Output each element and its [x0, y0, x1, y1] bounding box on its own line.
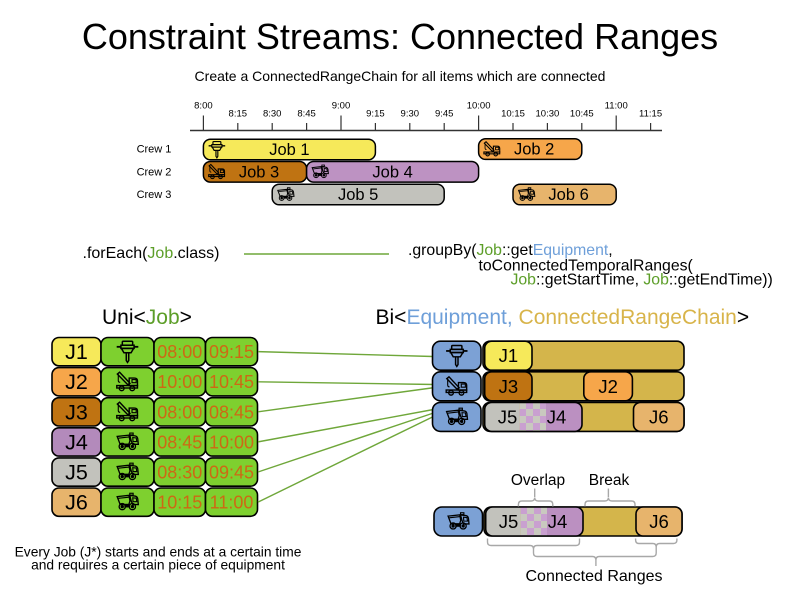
- svg-text:8:00: 8:00: [194, 101, 213, 112]
- svg-text:Job::getStartTime, Job::getEnd: Job::getStartTime, Job::getEndTime)): [511, 272, 773, 289]
- svg-text:08:30: 08:30: [157, 463, 202, 483]
- svg-text:Job 5: Job 5: [338, 186, 378, 204]
- svg-text:10:45: 10:45: [570, 109, 594, 120]
- svg-text:Break: Break: [589, 472, 630, 489]
- svg-text:10:00: 10:00: [157, 372, 202, 392]
- svg-text:J6: J6: [649, 406, 669, 427]
- svg-text:Connected Ranges: Connected Ranges: [526, 568, 663, 585]
- svg-text:8:30: 8:30: [263, 109, 282, 120]
- svg-text:.groupBy(Job::getEquipment,: .groupBy(Job::getEquipment,: [408, 242, 613, 259]
- svg-text:Crew 3: Crew 3: [137, 189, 172, 201]
- svg-text:J5: J5: [65, 461, 88, 485]
- svg-text:9:00: 9:00: [332, 101, 351, 112]
- svg-text:08:00: 08:00: [157, 402, 202, 422]
- svg-text:toConnectedTemporalRanges(: toConnectedTemporalRanges(: [479, 258, 694, 275]
- svg-text:and requires a certain piece o: and requires a certain piece of equipmen…: [31, 558, 285, 573]
- svg-text:Bi<Equipment, ConnectedRangeCh: Bi<Equipment, ConnectedRangeChain>: [376, 306, 750, 329]
- svg-text:09:15: 09:15: [209, 342, 254, 362]
- svg-text:10:30: 10:30: [536, 109, 560, 120]
- svg-text:J4: J4: [65, 430, 88, 454]
- svg-text:10:45: 10:45: [209, 372, 254, 392]
- svg-text:08:45: 08:45: [209, 402, 254, 422]
- svg-text:Constraint Streams: Connected: Constraint Streams: Connected Ranges: [82, 16, 718, 57]
- svg-text:10:00: 10:00: [209, 432, 254, 452]
- svg-text:Job 3: Job 3: [239, 163, 279, 181]
- svg-text:9:30: 9:30: [401, 109, 420, 120]
- svg-text:10:00: 10:00: [467, 101, 491, 112]
- svg-text:J1: J1: [65, 340, 88, 364]
- svg-text:J2: J2: [598, 376, 618, 397]
- svg-text:J5: J5: [499, 511, 519, 532]
- svg-text:J1: J1: [499, 345, 519, 366]
- svg-text:08:00: 08:00: [157, 342, 202, 362]
- svg-text:9:45: 9:45: [435, 109, 454, 120]
- svg-text:Job 2: Job 2: [514, 141, 554, 159]
- svg-text:Job 4: Job 4: [372, 163, 412, 181]
- svg-text:09:45: 09:45: [209, 463, 254, 483]
- svg-text:J2: J2: [65, 370, 88, 394]
- svg-text:08:45: 08:45: [157, 432, 202, 452]
- svg-text:10:15: 10:15: [501, 109, 525, 120]
- svg-text:Uni<Job>: Uni<Job>: [102, 306, 192, 329]
- svg-text:8:15: 8:15: [229, 109, 248, 120]
- svg-text:9:15: 9:15: [366, 109, 385, 120]
- svg-text:J4: J4: [547, 406, 567, 427]
- svg-text:J3: J3: [499, 376, 519, 397]
- svg-text:Crew 2: Crew 2: [137, 166, 172, 178]
- svg-text:Overlap: Overlap: [511, 472, 565, 489]
- svg-text:.forEach(Job.class): .forEach(Job.class): [83, 245, 220, 262]
- svg-text:J3: J3: [65, 400, 88, 424]
- svg-text:8:45: 8:45: [297, 109, 316, 120]
- svg-text:Create a ConnectedRangeChain f: Create a ConnectedRangeChain for all ite…: [195, 68, 606, 84]
- svg-text:Job 1: Job 1: [269, 141, 309, 159]
- svg-text:Every Job (J*) starts and ends: Every Job (J*) starts and ends at a cert…: [15, 545, 302, 560]
- svg-text:10:15: 10:15: [157, 493, 202, 513]
- svg-text:J5: J5: [498, 406, 518, 427]
- svg-text:11:00: 11:00: [210, 493, 254, 513]
- svg-text:J4: J4: [548, 511, 568, 532]
- svg-text:Crew 1: Crew 1: [137, 144, 172, 156]
- svg-text:Job 6: Job 6: [548, 186, 588, 204]
- svg-text:11:15: 11:15: [639, 109, 662, 120]
- svg-text:J6: J6: [65, 491, 88, 515]
- svg-text:11:00: 11:00: [605, 101, 628, 112]
- svg-text:J6: J6: [649, 511, 669, 532]
